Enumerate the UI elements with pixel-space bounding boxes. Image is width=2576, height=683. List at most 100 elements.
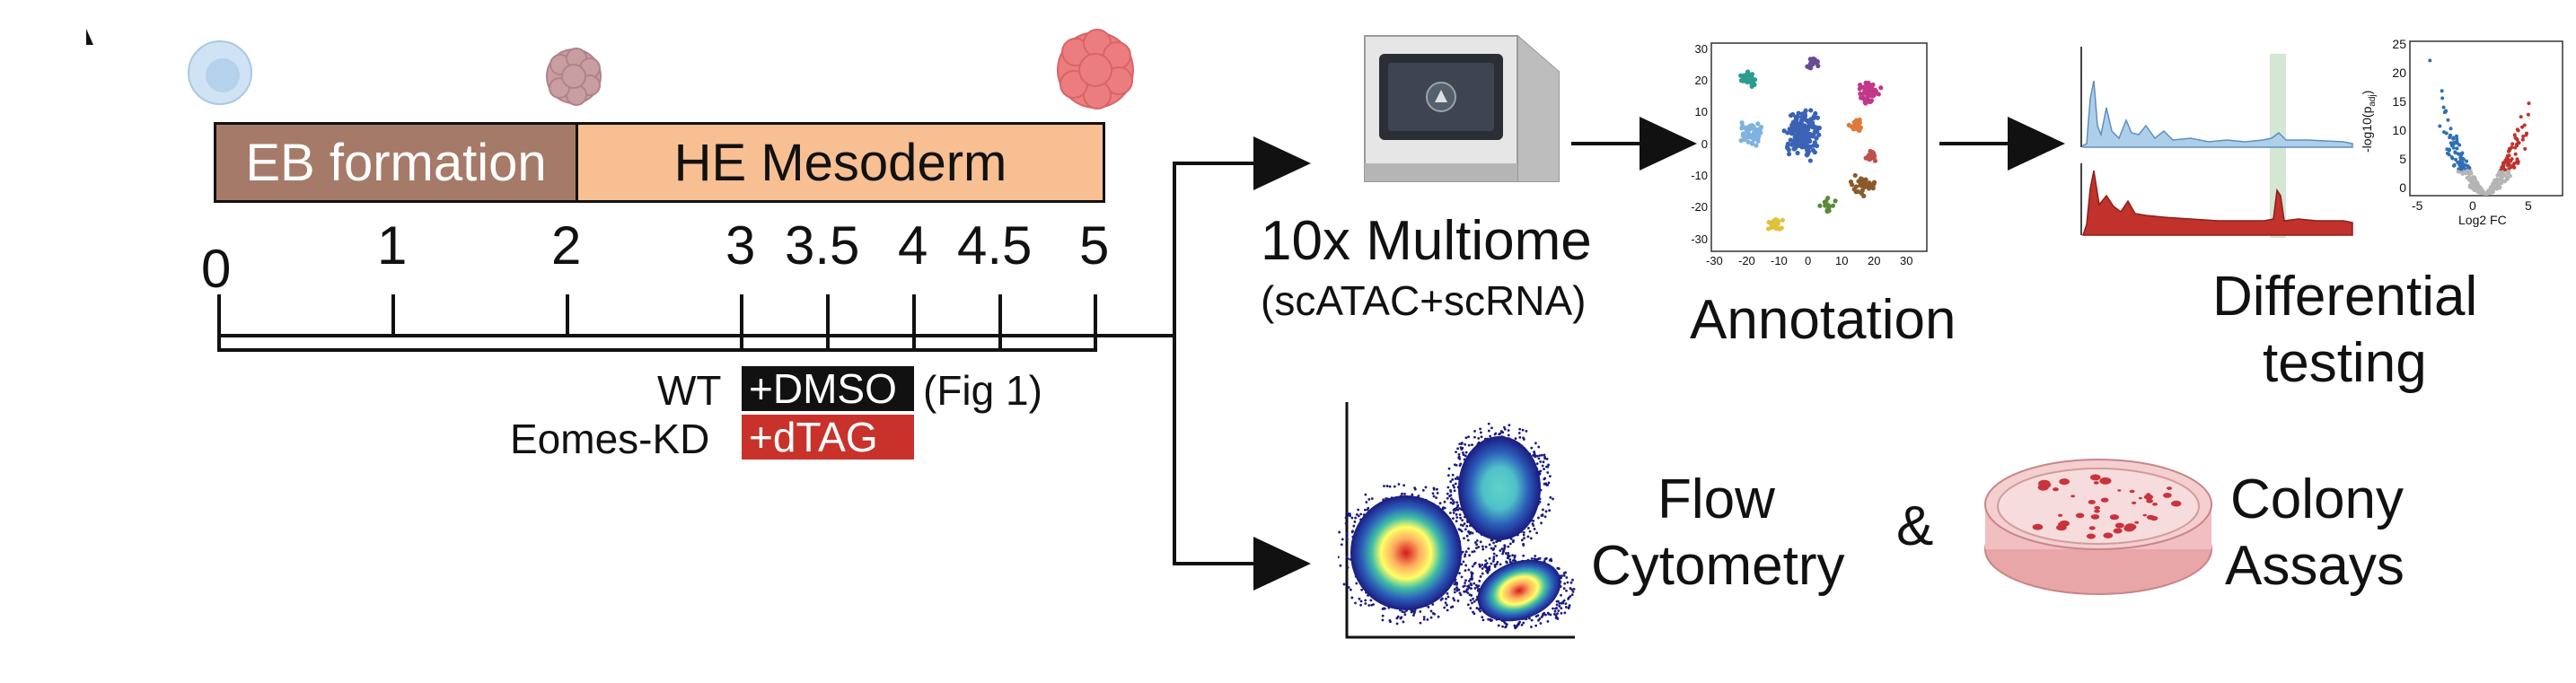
flow-event-dot	[1403, 613, 1407, 617]
flow-event-dot	[1344, 521, 1348, 525]
flow-event-dot	[1571, 578, 1574, 582]
volcano-point	[2524, 133, 2528, 137]
volcano-point	[2471, 187, 2475, 191]
flow-event-dot	[1473, 563, 1476, 565]
flow-event-dot	[1564, 602, 1568, 606]
volcano-point	[2475, 189, 2480, 194]
flow-event-dot	[1447, 467, 1451, 470]
flow-event-dot	[1543, 515, 1547, 519]
umap-cell-point	[1785, 141, 1790, 147]
volcano-point	[2510, 145, 2514, 150]
colony-dot	[2142, 513, 2147, 517]
umap-cell-point	[1808, 66, 1814, 71]
wt-figure-note: (Fig 1)	[923, 367, 1042, 414]
umap-cell-point	[1749, 134, 1754, 139]
flow-event-dot	[1556, 612, 1559, 615]
flow-event-dot	[1459, 516, 1462, 520]
flow-event-dot	[1543, 468, 1545, 471]
flow-event-dot	[1469, 599, 1473, 602]
umap-cell-point	[1795, 150, 1800, 156]
volcano-point	[2447, 153, 2451, 157]
flow-event-dot	[1354, 516, 1358, 520]
volcano-point	[2527, 101, 2531, 106]
flow-event-dot	[1383, 607, 1386, 610]
flow-event-dot	[1453, 486, 1455, 489]
flow-event-dot	[1446, 474, 1450, 477]
umap-cell-point	[1858, 85, 1863, 91]
flow-event-dot	[1464, 528, 1467, 531]
volcano-point	[2502, 180, 2507, 184]
flow-event-dot	[1446, 486, 1450, 489]
colony-dot	[2094, 505, 2101, 510]
colony-dot	[2114, 522, 2124, 529]
umap-cell-point	[1815, 58, 1820, 65]
flow-event-dot	[1471, 565, 1474, 568]
multiome-subtitle: (scATAC+scRNA)	[1261, 277, 1587, 324]
flow-event-dot	[1542, 508, 1544, 512]
flow-event-dot	[1538, 556, 1542, 560]
flow-label-line1: Flow	[1657, 468, 1775, 530]
flow-event-dot	[1476, 585, 1479, 589]
flow-event-dot	[1388, 485, 1392, 488]
flow-label-line2: Cytometry	[1591, 535, 1845, 597]
flow-event-dot	[1487, 617, 1490, 621]
flow-event-dot	[1456, 600, 1460, 602]
flow-event-dot	[1453, 588, 1456, 591]
flow-event-dot	[1464, 436, 1468, 440]
umap-cell-point	[1740, 133, 1745, 138]
flow-event-dot	[1347, 586, 1350, 589]
flow-event-dot	[1488, 566, 1490, 570]
flow-event-dot	[1366, 508, 1369, 512]
colony-dot	[2109, 514, 2120, 521]
colony-dot	[2138, 496, 2142, 500]
volcano-point	[2522, 123, 2527, 127]
flow-event-dot	[1459, 523, 1463, 527]
flow-event-dot	[1504, 626, 1507, 629]
flow-event-dot	[1464, 553, 1467, 556]
flow-event-dot	[1457, 588, 1461, 591]
flow-event-dot	[1346, 512, 1350, 515]
flow-event-dot	[1444, 601, 1447, 605]
volcano-point	[2447, 148, 2451, 153]
umap-cell-point	[1789, 142, 1795, 147]
flow-event-dot	[1449, 480, 1453, 483]
flow-event-dot	[1432, 495, 1436, 498]
flow-event-dot	[1360, 588, 1364, 591]
umap-cell-point	[1861, 193, 1867, 198]
flow-event-dot	[1460, 442, 1464, 445]
flow-event-dot	[1546, 483, 1550, 486]
flow-event-dot	[1550, 559, 1553, 563]
flow-event-dot	[1461, 519, 1464, 521]
flow-event-dot	[1455, 512, 1458, 516]
flow-event-dot	[1446, 591, 1449, 595]
flow-event-dot	[1543, 611, 1546, 615]
flow-event-dot	[1547, 612, 1551, 616]
volcano-y-tick: 0	[2399, 180, 2406, 195]
umap-cell-point	[1780, 217, 1785, 223]
flow-event-dot	[1479, 431, 1482, 434]
umap-cell-point	[1854, 118, 1859, 123]
flow-event-dot	[1465, 524, 1469, 528]
he-mesoderm-label: HE Mesoderm	[673, 133, 1007, 192]
flow-event-dot	[1522, 621, 1525, 625]
flow-event-dot	[1501, 552, 1504, 556]
umap-cell-point	[1810, 147, 1816, 153]
umap-cell-point	[1866, 80, 1871, 86]
umap-cell-point	[1807, 158, 1813, 163]
umap-cell-point	[1745, 71, 1751, 76]
flow-event-dot	[1354, 601, 1357, 605]
flow-event-dot	[1359, 512, 1363, 516]
volcano-point	[2520, 125, 2525, 129]
flow-event-dot	[1540, 453, 1543, 457]
umap-cell-point	[1871, 180, 1877, 185]
umap-cell-point	[1798, 143, 1803, 149]
volcano-point	[2455, 141, 2459, 145]
umap-cell-point	[1765, 226, 1772, 232]
flow-event-dot	[1441, 507, 1445, 511]
umap-cell-point	[1781, 128, 1787, 134]
volcano-x-tick: 5	[2525, 198, 2532, 213]
umap-cell-point	[1785, 130, 1790, 136]
flow-event-dot	[1492, 552, 1496, 556]
volcano-point	[2469, 182, 2474, 187]
